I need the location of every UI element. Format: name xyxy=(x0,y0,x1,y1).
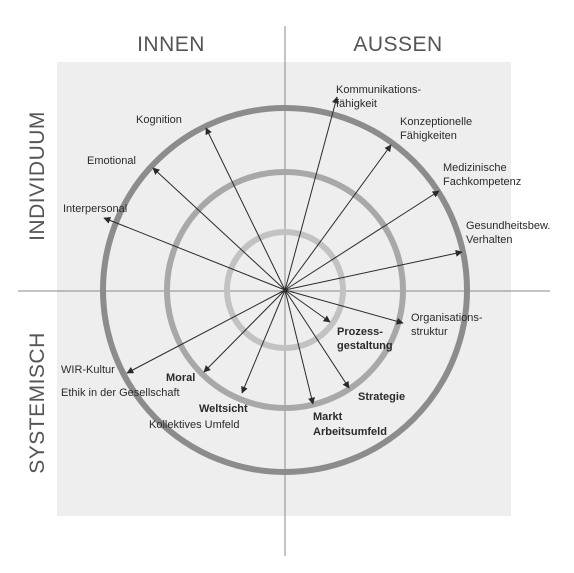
arrow-kommunikation xyxy=(284,96,339,291)
arrow-gesundheit xyxy=(284,249,463,291)
label-kognition: Kognition xyxy=(136,114,182,126)
heading-aussen: AUSSEN xyxy=(353,33,442,56)
label-moral: Moral xyxy=(166,372,195,384)
arrow-weltsicht xyxy=(241,289,286,394)
label-ethik: Ethik in der Gesellschaft xyxy=(61,387,180,399)
label-kommunikation: Kommunikations- fähigkeit xyxy=(336,84,424,110)
label-organisation: Organisations- struktur xyxy=(411,312,486,338)
label-kollektiv: Kollektives Umfeld xyxy=(149,419,239,431)
label-strategie: Strategie xyxy=(358,391,405,403)
label-weltsicht: Weltsicht xyxy=(199,403,248,415)
arrow-markt xyxy=(284,289,315,405)
outer-ring xyxy=(100,105,470,475)
arrow-wir-kultur xyxy=(126,289,286,374)
arrow-moral xyxy=(203,289,286,373)
label-wir-kultur: WIR-Kultur xyxy=(61,364,115,376)
label-gesundheit: Gesundheitsbew. Verhalten xyxy=(466,220,553,246)
label-emotional: Emotional xyxy=(87,155,136,167)
heading-systemisch: SYSTEMISCH xyxy=(26,332,49,474)
arrow-medizinisch xyxy=(284,190,440,291)
arrow-konzeptionell xyxy=(284,144,392,291)
arrow-strategie xyxy=(284,289,350,389)
label-prozess: Prozess- gestaltung xyxy=(337,326,393,352)
arrow-kognition xyxy=(205,127,286,291)
label-medizinisch: Medizinische Fachkompetenz xyxy=(443,162,521,188)
arrow-prozess xyxy=(284,289,331,323)
arrow-emotional xyxy=(152,167,286,291)
inner-ring xyxy=(224,229,346,351)
label-interpersonal: Interpersonal xyxy=(63,203,127,215)
label-markt: Markt Arbeitsumfeld xyxy=(313,411,387,438)
middle-ring xyxy=(164,169,406,411)
heading-innen: INNEN xyxy=(137,33,205,56)
label-konzeptionell: Konzeptionelle Fähigkeiten xyxy=(400,116,475,142)
heading-individuum: INDIVIDUUM xyxy=(26,111,49,241)
arrow-organisation xyxy=(284,289,404,325)
arrow-interpersonal xyxy=(103,217,286,291)
